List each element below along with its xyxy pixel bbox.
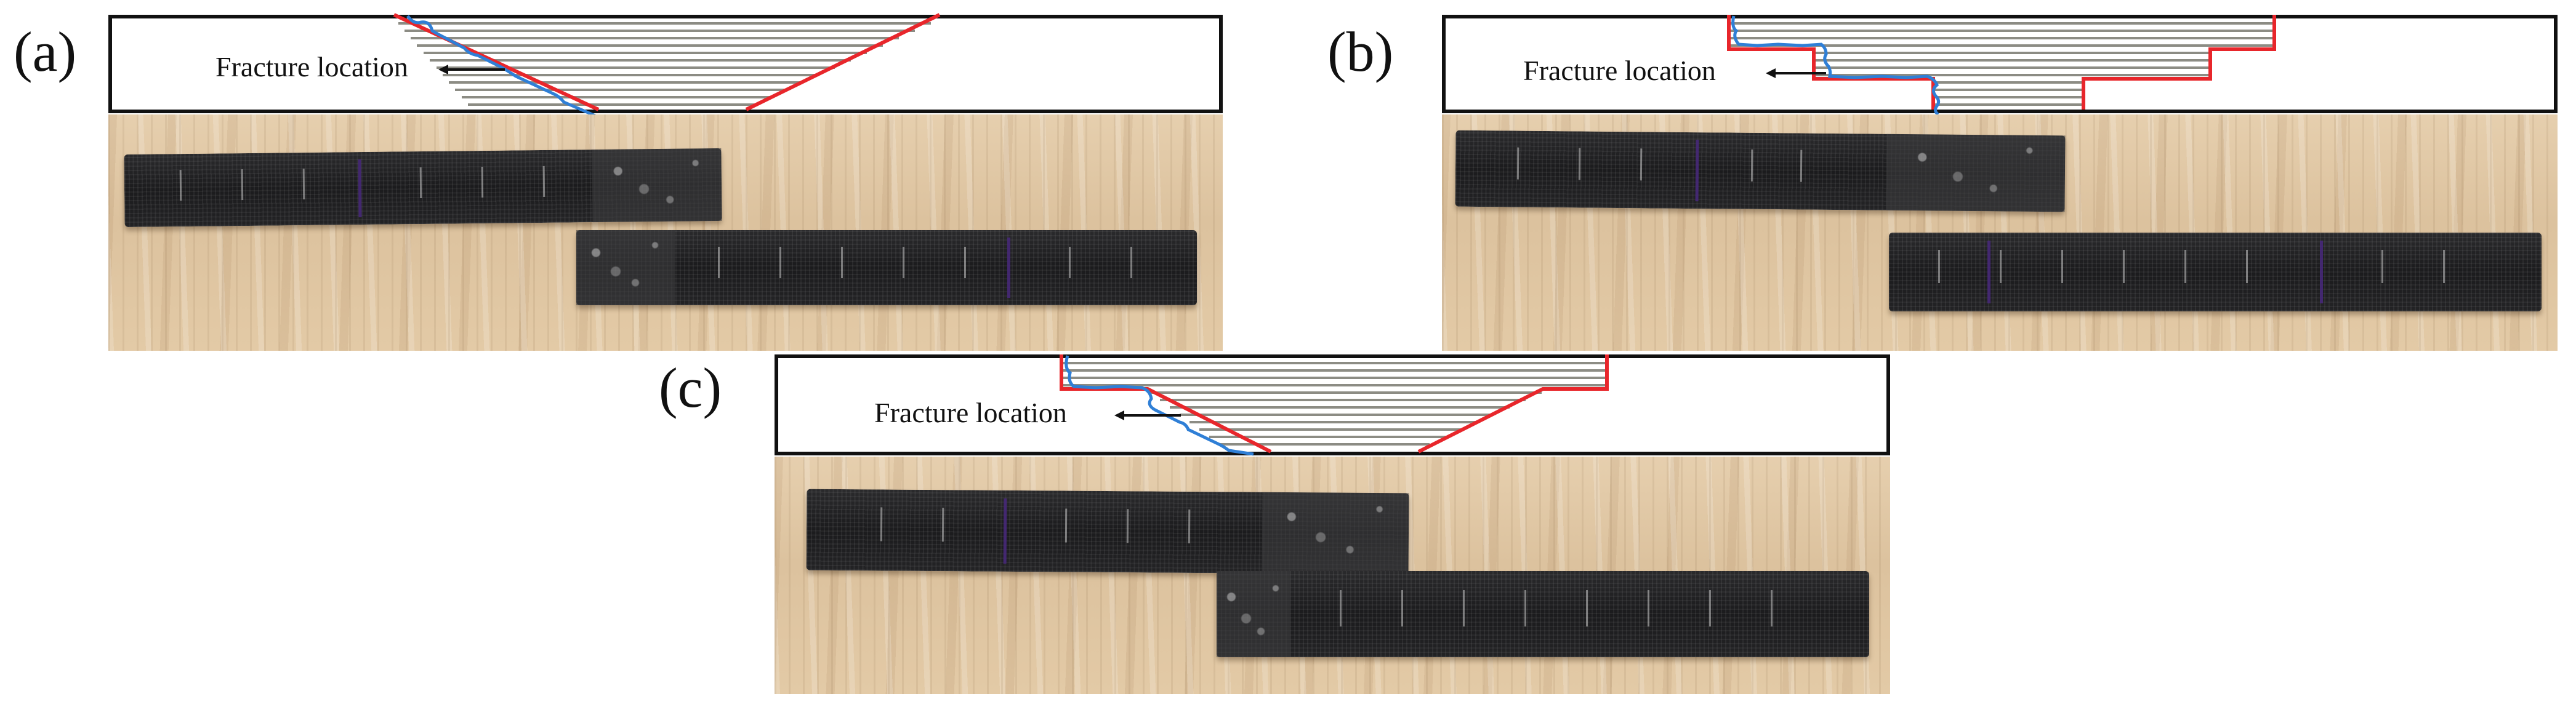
specimen-photo-a xyxy=(108,114,1223,351)
stepped-cut-outline-b xyxy=(1727,15,1935,110)
specimen-lower-c xyxy=(1217,571,1869,657)
hatch-lines-c xyxy=(1063,362,1606,446)
scarf-joint-drawing-a xyxy=(393,13,941,130)
scarf-cut-outline-a xyxy=(393,13,941,111)
fracture-label-b: Fracture location xyxy=(1523,55,1716,86)
left-arrow-icon xyxy=(438,65,505,74)
stepped-joint-drawing-b xyxy=(1727,15,2276,116)
hybrid-cut-outline-c-right xyxy=(1417,354,1609,454)
hatch-lines-b xyxy=(1730,22,2273,106)
joint-schematic-c: Fracture location xyxy=(775,354,1890,456)
left-arrow-icon xyxy=(1114,410,1181,420)
panel-label-a: (a) xyxy=(14,20,77,83)
specimen-photo-b xyxy=(1442,114,2558,351)
fracture-path-b xyxy=(1731,15,1941,116)
stepped-cut-outline-b-right xyxy=(2082,15,2276,110)
specimen-upper-a xyxy=(124,148,722,228)
fracture-path-c xyxy=(1065,355,1254,456)
specimen-lower-a xyxy=(576,230,1197,305)
panel-label-c: (c) xyxy=(659,356,722,419)
left-arrow-icon xyxy=(1766,68,1826,78)
specimen-lower-b xyxy=(1889,233,2542,311)
panel-label-b: (b) xyxy=(1327,20,1394,83)
fracture-label-c: Fracture location xyxy=(874,397,1067,428)
hybrid-cut-outline-c xyxy=(1060,354,1272,454)
fracture-label-a: Fracture location xyxy=(215,51,408,82)
specimen-upper-b xyxy=(1455,130,2066,212)
fracture-path-a xyxy=(406,15,629,130)
joint-schematic-a: Fracture location xyxy=(108,13,1223,130)
specimen-photo-c xyxy=(775,457,1890,694)
joint-schematic-b: Fracture location xyxy=(1442,15,2558,116)
hybrid-joint-drawing-c xyxy=(1060,354,1609,456)
specimen-upper-c xyxy=(806,489,1409,575)
